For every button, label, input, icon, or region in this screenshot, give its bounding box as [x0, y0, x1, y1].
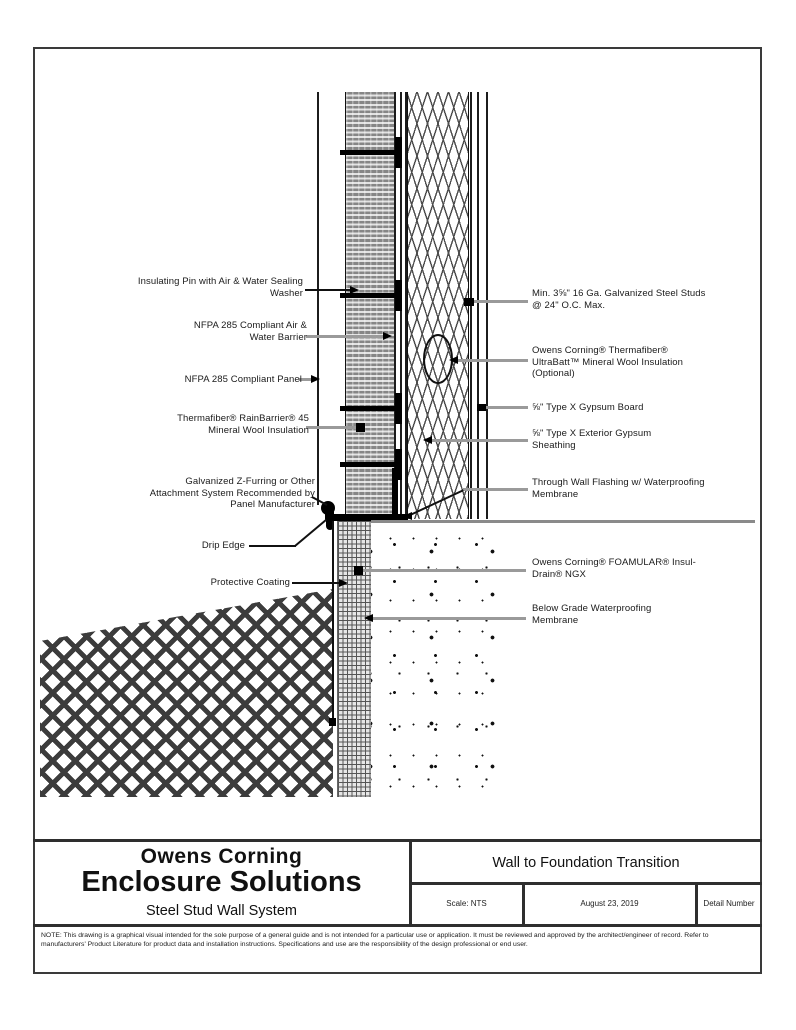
leader-ultrabatt [457, 359, 528, 362]
arrowhead [339, 579, 348, 587]
titleblock-bottom-rule [33, 924, 762, 927]
arrowhead [464, 298, 474, 306]
titleblock-cell-divider-2 [695, 882, 698, 926]
leader-nfpa-panel [299, 378, 314, 381]
date-cell: August 23, 2019 [580, 899, 639, 908]
leader-gypsum-board [485, 406, 528, 409]
label-insulating-pin: Insulating Pin with Air & Water Sealing … [137, 276, 303, 299]
sheet-border [33, 47, 762, 974]
fastener-anchor [395, 393, 402, 424]
label-gypsum-board: ⅝" Type X Gypsum Board [532, 402, 644, 413]
leader-air-water-barrier [306, 335, 386, 338]
fastener-pin [340, 406, 402, 411]
leader-ext-sheathing [431, 439, 528, 442]
foundation-insulation-column [337, 521, 374, 797]
detail-number-cell: Detail Number [703, 899, 755, 908]
fastener-anchor [395, 137, 402, 168]
batt-insulation-hatch [407, 92, 469, 519]
leader-flashing [463, 488, 528, 491]
arrowhead [311, 375, 320, 383]
arrowhead [383, 332, 392, 340]
drip-edge-leg [326, 510, 334, 530]
fastener-anchor [395, 449, 402, 480]
label-rainbarrier: Thermafiber® RainBarrier® 45 Mineral Woo… [177, 413, 309, 436]
label-ultrabatt: Owens Corning® Thermafiber® UltraBatt™ M… [532, 345, 684, 379]
mineral-wool-hatch [345, 92, 396, 519]
leader-rainbarrier [306, 426, 359, 429]
titleblock-cell-divider-1 [522, 882, 525, 926]
titleblock-top-rule [33, 839, 762, 842]
arrowhead [449, 356, 458, 364]
waterproofing-membrane-line [332, 521, 334, 723]
concrete-foundation-hatch [371, 521, 497, 797]
label-steel-studs: Min. 3⅝" 16 Ga. Galvanized Steel Studs @… [532, 288, 706, 311]
system-name: Steel Stud Wall System [146, 903, 297, 919]
membrane-termination [329, 718, 336, 726]
leader-steel-studs [473, 300, 528, 303]
label-drip-edge: Drip Edge [201, 540, 245, 551]
arrowhead [354, 566, 363, 575]
arrowhead [350, 286, 359, 294]
sheathing-line-2 [405, 92, 407, 519]
label-protective-coating: Protective Coating [210, 577, 290, 588]
label-below-grade-wp: Below Grade Waterproofing Membrane [532, 603, 652, 626]
gypsum-line-3 [486, 92, 488, 519]
leader-below-grade-wp [371, 617, 526, 620]
titleblock-divider-h [409, 882, 762, 885]
fastener-pin [340, 150, 402, 155]
nfpa-panel-line [317, 92, 319, 505]
grade-line [371, 520, 755, 523]
drawing-title: Wall to Foundation Transition [492, 855, 680, 871]
brand-name: Enclosure Solutions [81, 866, 362, 898]
leader-drip-edge [249, 545, 296, 547]
gypsum-line-2 [477, 92, 479, 519]
arrowhead [364, 614, 373, 622]
leader-protective-coating [292, 582, 342, 584]
label-air-water-barrier: NFPA 285 Compliant Air & Water Barrier [193, 320, 307, 343]
arrowhead [423, 436, 432, 444]
fastener-anchor [395, 280, 402, 311]
label-ext-sheathing: ⅝" Type X Exterior Gypsum Sheathing [532, 428, 652, 451]
label-z-furring: Galvanized Z-Furring or Other Attachment… [149, 476, 315, 510]
disclaimer-note: NOTE: This drawing is a graphical visual… [41, 932, 709, 948]
fastener-pin [340, 462, 402, 467]
label-foamular: Owens Corning® FOAMULAR® Insul-Drain® NG… [532, 557, 696, 580]
through-wall-flashing [325, 514, 408, 521]
fastener-pin [340, 293, 402, 298]
label-nfpa-panel: NFPA 285 Compliant Panel [184, 374, 302, 385]
arrowhead [403, 512, 412, 520]
scale-cell: Scale: NTS [446, 899, 487, 908]
through-wall-flashing-riser [392, 468, 398, 518]
leader-insulating-pin [305, 289, 353, 291]
arrowhead [356, 423, 365, 432]
arrowhead [477, 404, 486, 411]
company-name: Owens Corning [140, 845, 303, 868]
label-flashing: Through Wall Flashing w/ Waterproofing M… [532, 477, 705, 500]
leader-foamular [361, 569, 526, 572]
